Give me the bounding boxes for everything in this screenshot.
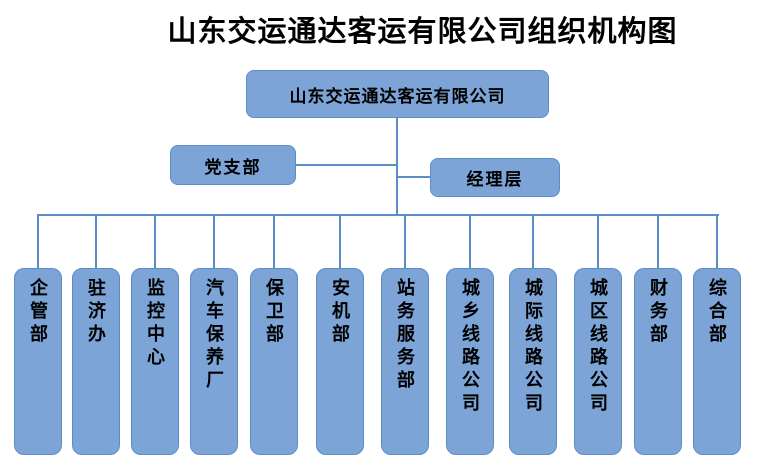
dept-node-label: 安机部 (330, 278, 350, 347)
dept-node: 站务服务部 (381, 268, 429, 455)
dept-node-label: 城际线路公司 (523, 278, 543, 416)
org-node-party-branch: 党支部 (170, 145, 296, 185)
dept-node: 监控中心 (131, 268, 179, 455)
chart-title: 山东交运通达客运有限公司组织机构图 (167, 16, 678, 48)
org-node-party-label: 党支部 (204, 157, 262, 177)
dept-node-label: 驻济办 (86, 278, 106, 347)
connector-drop-line (213, 216, 215, 270)
org-node-manager-layer: 经理层 (430, 158, 560, 197)
connector-manager-branch (398, 176, 430, 178)
connector-drop-line (469, 216, 471, 270)
connector-drop-line (339, 216, 341, 270)
dept-node: 城乡线路公司 (446, 268, 494, 455)
dept-node-label: 综合部 (707, 278, 727, 347)
connector-drop-line (404, 216, 406, 270)
dept-node: 城际线路公司 (509, 268, 557, 455)
dept-node-label: 汽车保养厂 (204, 278, 224, 393)
dept-node: 安机部 (316, 268, 364, 455)
dept-node: 企管部 (14, 268, 62, 455)
dept-node: 城区线路公司 (574, 268, 622, 455)
connector-drop-line (532, 216, 534, 270)
dept-node: 保卫部 (250, 268, 298, 455)
connector-drop-line (657, 216, 659, 270)
org-node-manager-label: 经理层 (466, 170, 524, 189)
dept-node-label: 城乡线路公司 (460, 278, 480, 416)
dept-node-label: 财务部 (648, 278, 668, 347)
connector-drop-line (154, 216, 156, 270)
connector-drop-line (37, 216, 39, 270)
org-node-root-label: 山东交运通达客运有限公司 (289, 86, 506, 106)
dept-node-label: 企管部 (28, 278, 48, 347)
connector-root-trunk (396, 118, 398, 216)
dept-node-label: 站务服务部 (395, 278, 415, 393)
connector-drop-line (597, 216, 599, 270)
dept-node: 综合部 (693, 268, 741, 455)
org-node-root: 山东交运通达客运有限公司 (246, 70, 549, 118)
connector-drop-line (95, 216, 97, 270)
dept-node-label: 监控中心 (145, 278, 165, 370)
dept-node-label: 保卫部 (264, 278, 284, 347)
connector-bus-line (37, 214, 719, 216)
connector-drop-line (273, 216, 275, 270)
dept-node: 财务部 (634, 268, 682, 455)
connector-drop-line (716, 216, 718, 270)
connector-party-branch (296, 164, 396, 166)
dept-node-label: 城区线路公司 (588, 278, 608, 416)
dept-node: 汽车保养厂 (190, 268, 238, 455)
dept-node: 驻济办 (72, 268, 120, 455)
